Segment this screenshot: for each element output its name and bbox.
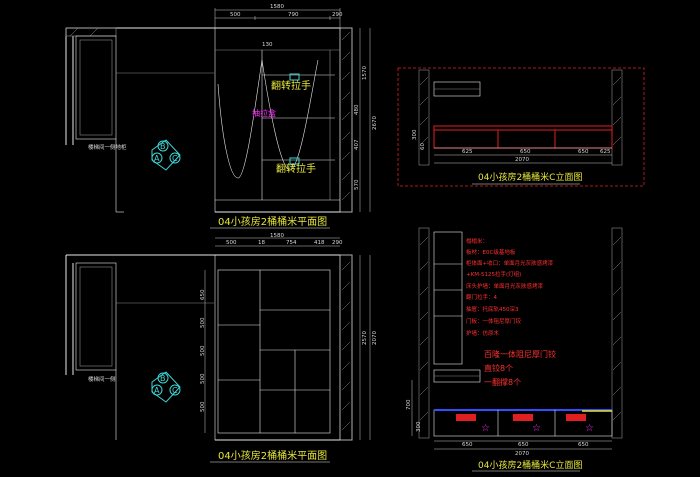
svg-text:A: A (154, 154, 160, 163)
dim-top-total: 1580 (270, 233, 284, 239)
spec-notes: 榻榻米： 板材：E0C级基地板 柜体面+收口：单面月光灰肤感烤漆 +KM-512… (466, 237, 556, 387)
spec-line: 床头护墙：单面月光灰肤感烤漆 (466, 282, 544, 290)
left-note: 楼梯间一侧 (88, 375, 116, 383)
dim-left: 60 (420, 143, 426, 150)
spec-line: 抽屉：托底轨450深3 (466, 305, 519, 313)
spec-line: +KM-5125拉手(灯组) (466, 270, 521, 278)
spec-line: 榻榻米： (466, 237, 488, 245)
dim-bottom: 650 (578, 149, 589, 155)
drawer-handle (456, 414, 476, 421)
dim-total: 2070 (515, 451, 529, 457)
left-closet (75, 262, 117, 371)
plan-top: 楼梯间一侧地柜 翻转拉手 翻转拉手 抽拉盒 130 1580 500 790 2… (65, 4, 378, 229)
elev-top: 625 650 650 625 2070 300 60 04小孩房2桶桶米C立面… (397, 67, 645, 187)
plan-bottom: 楼梯间一侧 1580 500 18 754 418 290 650 500 50… (65, 233, 378, 463)
dim-left: 500 (200, 401, 206, 412)
drawer-handle (566, 414, 586, 421)
handle-icon (289, 157, 300, 165)
dim-bottom: 625 (600, 149, 611, 155)
star-icon: ☆ (481, 423, 490, 434)
spec-line: 翻门拉手：4 (466, 293, 498, 301)
dim-top: 18 (258, 240, 265, 246)
dim-right: 480 (354, 104, 360, 115)
plan-bottom-title: 04小孩房2桶桶米平面图 (218, 449, 327, 462)
compass-icon: B A C (151, 139, 181, 171)
dim-total: 2070 (515, 157, 529, 163)
big-note: 百隆一体阻尼厚门铰 (484, 349, 556, 359)
plan-top-title: 04小孩房2桶桶米平面图 (218, 215, 327, 228)
left-note: 楼梯间一侧地柜 (88, 143, 127, 151)
dim-top-total: 1580 (270, 4, 284, 10)
dim-top: 290 (332, 240, 343, 246)
svg-text:A: A (154, 386, 160, 395)
dim-right: 570 (354, 179, 360, 190)
handle-label: 翻转拉手 (276, 162, 316, 175)
elev-top-title: 04小孩房2桶桶米C立面图 (478, 171, 582, 183)
magenta-label: 抽拉盒 (252, 108, 276, 118)
elev-bottom-title: 04小孩房2桶桶米C立面图 (478, 459, 582, 471)
red-dashed-frame (397, 67, 645, 187)
dim-top: 500 (230, 12, 241, 18)
dim-right: 407 (354, 139, 360, 150)
dim-top: 418 (314, 240, 325, 246)
dim-left: 300 (412, 129, 418, 140)
dim-top: 290 (332, 12, 343, 18)
flip-curve-left (217, 59, 263, 179)
tatami-plan-top (214, 27, 341, 213)
dim-right: 2570 (362, 331, 368, 345)
handle-icon (289, 73, 300, 81)
svg-text:C: C (172, 154, 178, 163)
spec-line: 门板：一体阻尼厚门铰 (466, 317, 522, 325)
dim-left: 500 (200, 373, 206, 384)
spec-line: 板材：E0C级基地板 (466, 248, 516, 256)
compass-icon: B A C (151, 371, 181, 403)
dim-left: 500 (200, 317, 206, 328)
dim-left: 300 (416, 421, 422, 432)
spec-line: 柜体面+收口：单面月光灰肤感烤漆 (466, 259, 554, 267)
left-closet (75, 35, 117, 140)
star-icon: ☆ (585, 423, 594, 434)
dim-bottom: 650 (462, 442, 473, 448)
dim-bottom: 650 (578, 442, 589, 448)
star-icon: ☆ (532, 423, 541, 434)
dim-bottom: 650 (518, 442, 529, 448)
dim-bottom: 650 (520, 149, 531, 155)
elev-bottom: ☆ ☆ ☆ 榻榻米： 板材：E0C级基地板 柜体面+收口：单面月光灰肤感烤漆 +… (406, 227, 623, 472)
dim-top: 754 (286, 240, 297, 246)
spec-line: 护墙：仿原木 (466, 329, 500, 337)
dim-left: 650 (200, 289, 206, 300)
dim-left: 500 (200, 345, 206, 356)
drawer-handle (513, 414, 533, 421)
dim-top: 500 (226, 240, 237, 246)
svg-text:C: C (172, 386, 178, 395)
tatami-platform (433, 125, 613, 149)
flip-curve-right (261, 59, 319, 171)
big-note: 一翻撑8个 (484, 377, 521, 387)
dim-right: 2070 (372, 331, 378, 345)
dim-bottom: 625 (462, 149, 473, 155)
svg-text:B: B (160, 374, 166, 383)
side-shelf (433, 231, 463, 365)
handle-label: 翻转拉手 (271, 79, 311, 92)
big-note: 直铰8个 (484, 363, 513, 373)
dim-left: 700 (406, 399, 412, 410)
dim-right: 2670 (372, 116, 378, 130)
small-dim: 130 (262, 42, 273, 48)
tatami-plan-bottom (214, 254, 341, 441)
svg-text:B: B (160, 142, 166, 151)
dim-top: 790 (288, 12, 299, 18)
wall-block (339, 27, 353, 213)
dim-right: 1570 (362, 66, 368, 80)
